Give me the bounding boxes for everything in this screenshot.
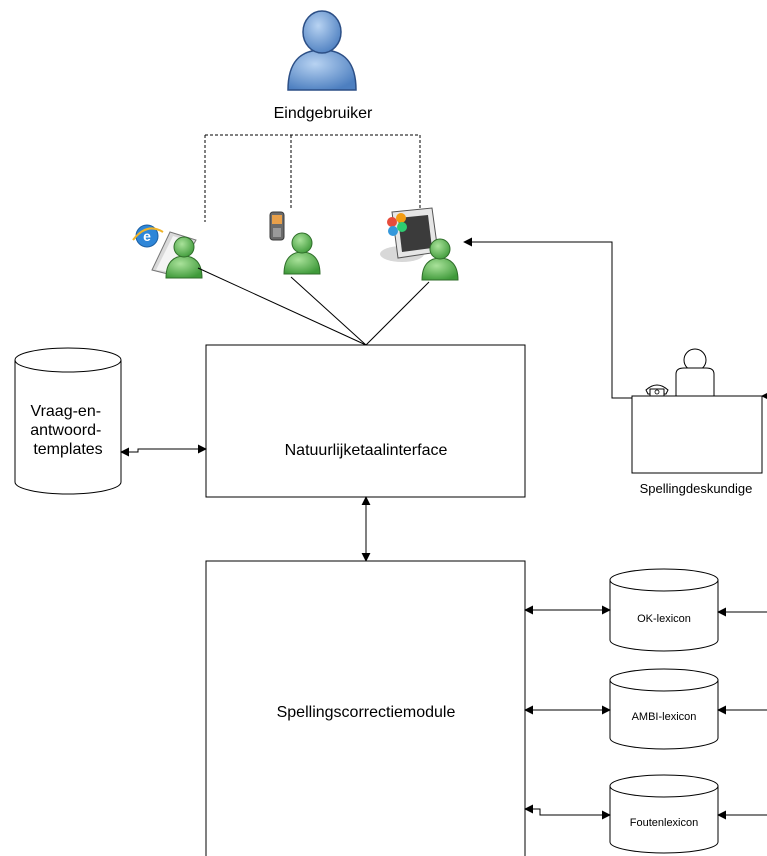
end-user-label: Eindgebruiker [274,105,373,122]
qa-templates-label: Vraag-en- antwoord- templates [30,403,106,458]
templates-interface-arrow [120,444,207,457]
desktop-pc-user-icon [380,207,459,281]
web-browser-user-icon: e [132,224,203,279]
end-user-dashed-connector [204,134,421,222]
mobile-phone-user-icon [269,211,321,275]
help-desk-person-icon [631,348,763,474]
errors-lexicon-label: Foutenlexicon [630,817,699,829]
spelling-expert-label: Spellingdeskundige [640,481,753,496]
svg-text:e: e [143,228,151,244]
expert-to-user-arrow [463,237,632,399]
channel-connector-lines [197,267,430,346]
qa-templates-line-3: templates [33,441,102,458]
end-user-icon [287,10,357,91]
errors-lexicon-database [609,774,719,854]
ok-lexicon-label: OK-lexicon [637,613,691,625]
spelling-module-label: Spellingscorrectiemodule [277,704,456,721]
spelling-module-box [205,560,526,856]
ok-lexicon-database [609,568,719,652]
ambi-lexicon-database [609,668,719,750]
qa-templates-line-2: antwoord- [30,422,101,439]
ambi-lexicon-label: AMBI-lexicon [632,711,697,723]
qa-templates-line-1: Vraag-en- [30,403,101,420]
nl-interface-box [205,344,526,498]
module-errors-lexicon-arrow [524,804,611,820]
nl-interface-label: Natuurlijketaalinterface [285,442,448,459]
qa-templates-database [14,347,122,495]
